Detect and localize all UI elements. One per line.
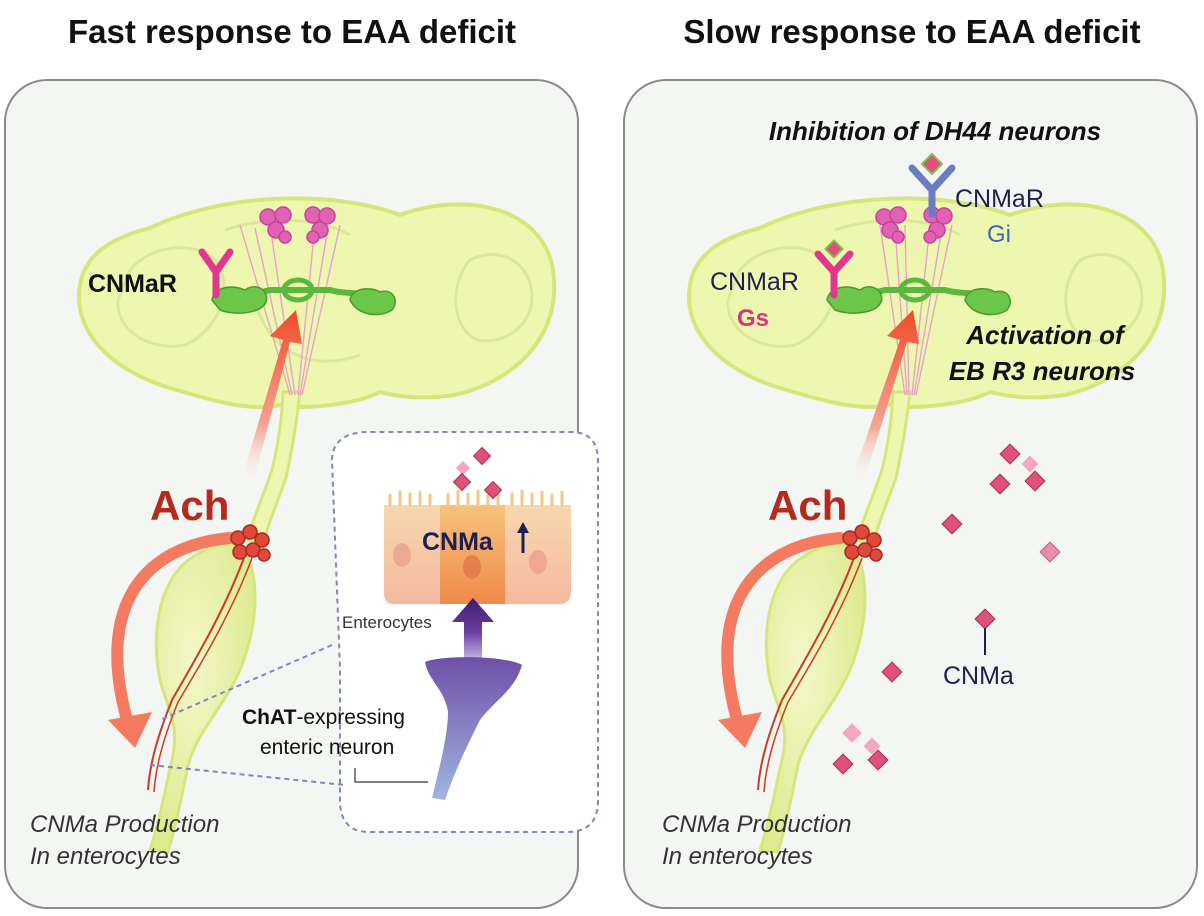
cnma-inset-label: CNMa xyxy=(422,528,494,556)
cnmar-gi-label: CNMaR xyxy=(955,185,1044,213)
production-label-line1: CNMa Production xyxy=(30,811,219,838)
ach-signal-arrow xyxy=(240,310,302,488)
neuron-projections-right xyxy=(879,224,953,396)
cnma-label-right: CNMa xyxy=(943,662,1014,690)
production-label-right-line2: In enterocytes xyxy=(662,843,813,870)
neuron-label-bold: ChAT xyxy=(242,706,297,729)
enterocytes-label: Enterocytes xyxy=(342,613,432,632)
neuron-label-pointer xyxy=(354,768,428,783)
neuron-cell-bodies-right xyxy=(875,206,953,244)
ach-label-right: Ach xyxy=(768,482,847,529)
inhibition-label: Inhibition of DH44 neurons xyxy=(769,116,1101,146)
feedback-arrow xyxy=(108,532,236,748)
left-panel-title: Fast response to EAA deficit xyxy=(68,13,516,50)
ellipsoid-body-right xyxy=(826,277,1011,316)
enterocyte-inset: CNMa Enterocytes ChAT-expressing enteric… xyxy=(149,431,599,833)
ach-label: Ach xyxy=(150,482,229,529)
cnmar-gi-receptor-icon xyxy=(908,152,956,218)
fly-brain xyxy=(76,196,557,410)
gs-label: Gs xyxy=(737,305,769,332)
ventral-nerve-cord xyxy=(147,390,302,854)
activation-label-line2: EB R3 neurons xyxy=(949,356,1135,386)
secretion-arrow xyxy=(452,598,494,660)
gi-label: Gi xyxy=(987,221,1011,248)
neuron-label-line1: ChAT-expressing xyxy=(242,706,405,729)
neuron-cell-bodies xyxy=(259,206,336,244)
production-label-line2: In enterocytes xyxy=(30,843,181,870)
feedback-arrow-right xyxy=(718,532,846,748)
ganglion-cluster-right xyxy=(842,524,883,562)
ellipsoid-body xyxy=(211,277,396,316)
neuron-label-line2: enteric neuron xyxy=(260,736,394,759)
right-panel-title: Slow response to EAA deficit xyxy=(683,13,1140,50)
cnma-peptides-inset xyxy=(452,446,503,500)
right-panel: Inhibition of DH44 neurons xyxy=(623,79,1198,909)
neuron-projections xyxy=(239,224,341,396)
increase-arrow-icon xyxy=(517,522,529,553)
activation-label-line1: Activation of xyxy=(965,320,1126,350)
ventral-nerve-cord-right xyxy=(757,390,912,854)
cnmar-gs-label: CNMaR xyxy=(710,268,799,296)
cnmar-label: CNMaR xyxy=(88,270,177,298)
left-panel: CNMaR Ach CNMa Production In enterocytes xyxy=(4,79,599,909)
ach-signal-arrow-right xyxy=(850,310,919,488)
enteric-neuron-shape xyxy=(425,657,522,800)
cnmar-receptor-icon xyxy=(198,248,234,299)
neuron-label-rest: -expressing xyxy=(296,706,405,729)
production-label-right-line1: CNMa Production xyxy=(662,811,851,838)
cnmar-gs-receptor-icon xyxy=(814,239,854,299)
ganglion-cluster xyxy=(230,524,271,562)
